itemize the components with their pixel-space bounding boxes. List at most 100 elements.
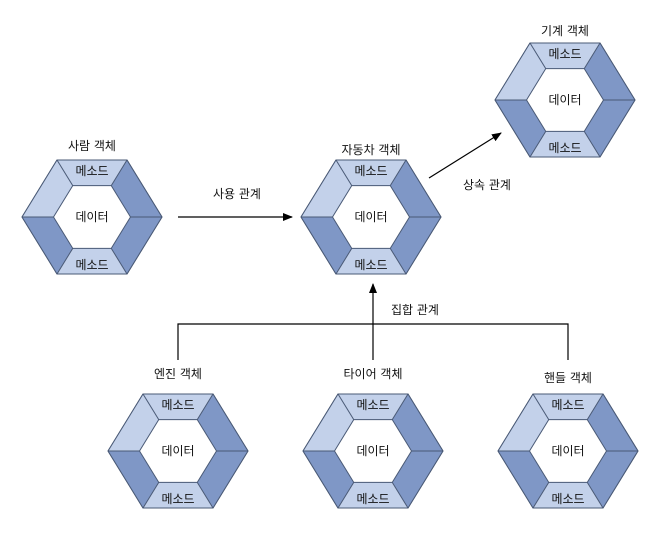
method-bottom-label: 메소드 — [356, 492, 389, 506]
method-bottom-label: 메소드 — [161, 492, 194, 506]
hexagon-facet — [197, 451, 248, 508]
hexagon-spoke — [337, 482, 355, 509]
hexagon-facet — [533, 482, 603, 508]
hexagon-inner — [331, 185, 411, 249]
hexagon-facet — [495, 100, 546, 157]
data-label: 데이터 — [354, 210, 387, 224]
hexagon-facet — [143, 482, 213, 508]
hexagon-facet — [530, 131, 600, 157]
method-bottom-label: 메소드 — [354, 258, 387, 272]
hexagon-spoke — [196, 482, 214, 509]
hexagon-spoke — [583, 42, 601, 69]
method-bottom-label: 메소드 — [548, 141, 581, 155]
hexagon-facet — [197, 394, 248, 451]
hexagon-facet — [498, 394, 549, 451]
method-bottom-label: 메소드 — [551, 492, 584, 506]
hexagon-facet — [301, 160, 352, 217]
car-object-title: 자동차 객체 — [341, 143, 400, 157]
hexagon-spoke — [391, 393, 409, 420]
hexagon-spoke — [586, 482, 604, 509]
hexagon-facet — [338, 394, 408, 420]
method-top-label: 메소드 — [356, 398, 389, 412]
hexagon-facet — [111, 160, 162, 217]
inheritance-arrow — [428, 132, 502, 179]
hexagon-facet — [303, 394, 354, 451]
hexagon-spoke — [529, 131, 547, 158]
hexagon-inner — [525, 68, 605, 132]
hexagon-spoke — [335, 248, 353, 275]
machine-object-title: 기계 객체 — [541, 24, 589, 38]
hexagon-facet — [390, 160, 441, 217]
hexagon-facet — [392, 394, 443, 451]
hexagon-facet — [336, 160, 406, 186]
hexagon-facet — [143, 394, 213, 420]
hexagon-facet — [22, 217, 73, 274]
hexagon-facet — [390, 217, 441, 274]
hexagon-spoke — [586, 393, 604, 420]
handle-object-title: 핸들 객체 — [544, 370, 592, 385]
hexagon-facet — [108, 394, 159, 451]
connectors — [177, 132, 569, 360]
hexagon-facet — [303, 451, 354, 508]
object-hexagons: 메소드데이터메소드메소드데이터메소드메소드데이터메소드메소드데이터메소드메소드데… — [21, 42, 639, 509]
hexagon-spoke — [110, 248, 128, 275]
hexagon-facet — [108, 451, 159, 508]
hexagon-spoke — [56, 248, 74, 275]
hexagon-inner — [528, 419, 608, 483]
aggregation-relation-label: 집합 관계 — [391, 303, 439, 317]
hexagon-spoke — [337, 393, 355, 420]
hexagon-facet — [584, 100, 635, 157]
person-object-title: 사람 객체 — [68, 139, 116, 153]
hexagon-inner — [138, 419, 218, 483]
hexagon-inner — [333, 419, 413, 483]
hexagon-spoke — [529, 42, 547, 69]
hexagon-facet — [338, 482, 408, 508]
hexagon-facet — [495, 43, 546, 100]
hexagon-spoke — [389, 248, 407, 275]
method-top-label: 메소드 — [161, 398, 194, 412]
method-top-label: 메소드 — [75, 164, 108, 178]
hexagon-spoke — [532, 393, 550, 420]
hexagon-spoke — [532, 482, 550, 509]
hexagon-spoke — [391, 482, 409, 509]
hexagon-spoke — [142, 482, 160, 509]
use-relation-label: 사용 관계 — [213, 187, 261, 201]
hexagon-facet — [587, 394, 638, 451]
engine-object-title: 엔진 객체 — [154, 367, 202, 381]
data-label: 데이터 — [356, 444, 389, 458]
hexagon-facet — [22, 160, 73, 217]
hexagon-facet — [533, 394, 603, 420]
hexagon-spoke — [389, 159, 407, 186]
hexagon-spoke — [196, 393, 214, 420]
hexagon-facet — [498, 451, 549, 508]
hexagon-inner — [52, 185, 132, 249]
hexagon-spoke — [110, 159, 128, 186]
hexagon-facet — [57, 160, 127, 186]
hexagon-facet — [530, 43, 600, 69]
hexagon-facet — [336, 248, 406, 274]
hexagon-facet — [584, 43, 635, 100]
data-label: 데이터 — [75, 210, 108, 224]
hexagon-facet — [392, 451, 443, 508]
method-top-label: 메소드 — [354, 164, 387, 178]
hexagon-spoke — [142, 393, 160, 420]
hexagon-facet — [301, 217, 352, 274]
method-top-label: 메소드 — [548, 47, 581, 61]
hexagon-spoke — [335, 159, 353, 186]
method-bottom-label: 메소드 — [75, 258, 108, 272]
data-label: 데이터 — [161, 444, 194, 458]
data-label: 데이터 — [548, 93, 581, 107]
hexagon-facet — [587, 451, 638, 508]
hexagon-facet — [111, 217, 162, 274]
hexagon-spoke — [583, 131, 601, 158]
data-label: 데이터 — [551, 444, 584, 458]
hexagon-facet — [57, 248, 127, 274]
inheritance-relation-label: 상속 관계 — [463, 178, 511, 192]
